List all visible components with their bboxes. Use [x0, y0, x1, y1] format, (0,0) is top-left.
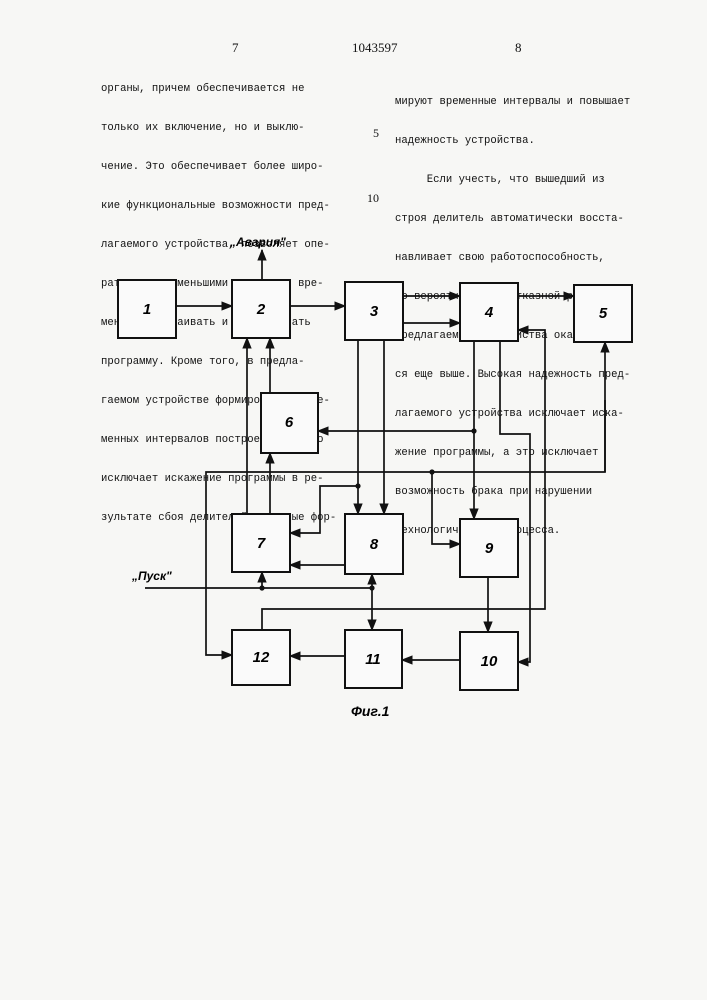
block-6: 6 [261, 393, 318, 453]
block-3: 3 [345, 282, 403, 340]
figure-caption: Фиг.1 [351, 703, 390, 719]
block-10: 10 [460, 632, 518, 690]
wire [262, 330, 545, 630]
block-7: 7 [232, 514, 290, 572]
junction-dot [429, 469, 434, 474]
block-label: 1 [143, 301, 151, 318]
block-label: 6 [285, 414, 294, 431]
block-label: 5 [599, 305, 608, 322]
block-label: 11 [365, 651, 381, 668]
block-12: 12 [232, 630, 290, 685]
block-8: 8 [345, 514, 403, 574]
wire [500, 340, 530, 662]
block-label: 3 [370, 303, 379, 320]
block-label: 12 [253, 649, 270, 666]
junction-dot [471, 428, 476, 433]
junction-dot [369, 585, 374, 590]
block-label: 10 [481, 653, 498, 670]
block-label: 9 [485, 540, 494, 557]
block-9: 9 [460, 519, 518, 577]
block-1: 1 [118, 280, 176, 338]
block-label: 8 [370, 536, 379, 553]
block-label: 2 [256, 301, 266, 318]
block-4: 4 [460, 283, 518, 341]
start-signal-label: „Пуск" [131, 569, 172, 583]
block-5: 5 [574, 285, 632, 342]
alarm-signal-label: „Авария" [229, 235, 286, 249]
wire [432, 472, 460, 544]
junction-dot [355, 483, 360, 488]
block-11: 11 [345, 630, 402, 688]
block-2: 2 [232, 280, 290, 338]
block-label: 7 [257, 535, 266, 552]
junction-dot [259, 585, 264, 590]
wire [318, 340, 474, 431]
block-label: 4 [484, 304, 494, 321]
